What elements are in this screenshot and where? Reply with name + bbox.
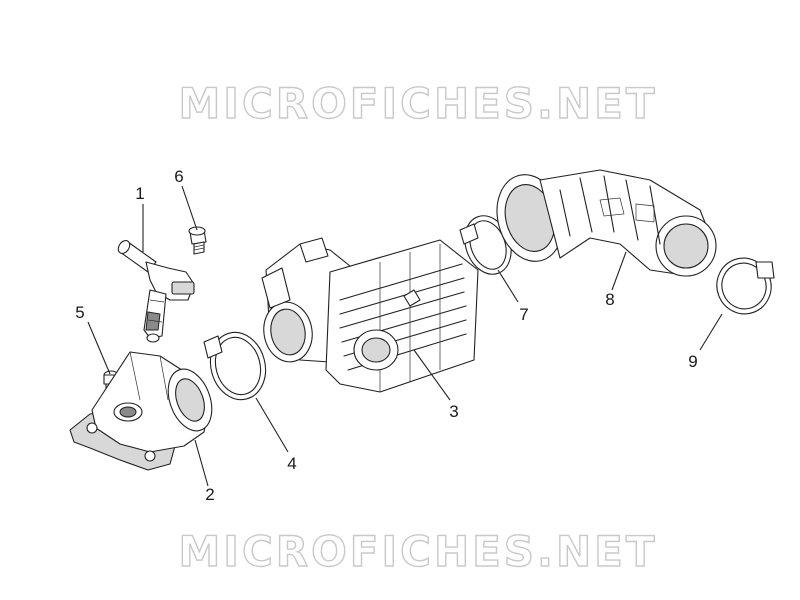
part-7-clamp[interactable] <box>457 209 519 280</box>
label-part-9: 9 <box>688 352 697 371</box>
label-part-3: 3 <box>449 402 458 421</box>
label-part-2: 2 <box>205 485 214 504</box>
part-6-bolt[interactable] <box>188 226 207 255</box>
leader-3 <box>413 349 451 401</box>
label-part-6: 6 <box>174 167 183 186</box>
leader-5 <box>87 321 111 375</box>
leader-7 <box>497 269 519 303</box>
leader-8 <box>611 251 627 291</box>
part-2-intake-manifold[interactable] <box>69 351 220 471</box>
label-part-8: 8 <box>605 290 614 309</box>
part-1-injector[interactable] <box>116 238 195 343</box>
part-4-clamp[interactable] <box>203 326 273 406</box>
watermark-bottom: MICROFICHES.NET <box>179 527 658 576</box>
leader-9 <box>699 313 723 351</box>
leader-6 <box>181 185 198 231</box>
part-8-intake-duct[interactable] <box>488 167 717 277</box>
label-part-5: 5 <box>75 303 84 322</box>
leader-2 <box>194 439 209 487</box>
label-part-7: 7 <box>519 305 528 324</box>
watermark-top: MICROFICHES.NET <box>179 79 658 128</box>
part-9-clamp[interactable] <box>709 250 779 321</box>
label-part-1: 1 <box>135 184 144 203</box>
label-part-4: 4 <box>287 454 296 473</box>
leader-4 <box>255 397 289 453</box>
part-3-throttle-body[interactable] <box>259 237 479 393</box>
